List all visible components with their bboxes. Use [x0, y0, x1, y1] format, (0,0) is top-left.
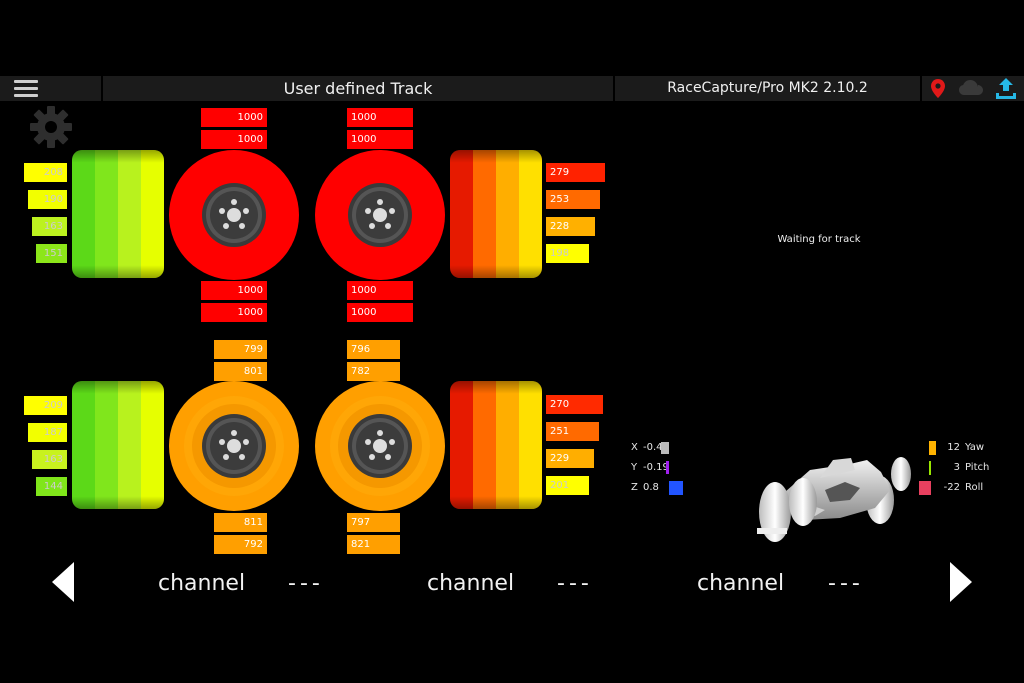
gyro-label: Roll: [965, 482, 984, 493]
track-title-bar: User defined Track: [103, 76, 615, 101]
tire-temp-gauge: 144: [36, 477, 67, 496]
accel-axis-label: Z: [631, 482, 638, 493]
tire-temp-gauge: 198: [546, 244, 589, 263]
menu-button[interactable]: [0, 76, 103, 101]
brake-temp-gauge: 797: [347, 513, 400, 532]
gear-icon[interactable]: [29, 105, 73, 149]
rear-left-tire: [72, 381, 164, 509]
tire-temp-gauge: 187: [28, 423, 67, 442]
gyro-value: -22: [943, 482, 960, 493]
brake-temp-gauge: 1000: [201, 303, 267, 322]
upload-icon[interactable]: [996, 78, 1016, 99]
brake-temp-gauge: 782: [347, 362, 400, 381]
channel-3-label[interactable]: channel: [697, 571, 785, 596]
tire-temp-gauge: 208: [24, 163, 67, 182]
brake-temp-gauge: 799: [214, 340, 267, 359]
channel-2-label[interactable]: channel: [427, 571, 515, 596]
gyro-value: 12: [947, 442, 960, 453]
brake-temp-gauge: 1000: [201, 281, 267, 300]
tire-temp-gauge: 279: [546, 163, 605, 182]
brake-temp-gauge: 1000: [201, 108, 267, 127]
accel-bar: [669, 481, 683, 495]
gyro-bar: [919, 481, 931, 495]
brake-temp-gauge: 1000: [347, 108, 413, 127]
accel-axis-label: Y: [631, 462, 638, 473]
location-pin-icon[interactable]: [931, 79, 945, 98]
front-left-brake-rotor: [169, 150, 299, 280]
accel-value: -0.48: [643, 442, 669, 453]
brake-temp-gauge: 792: [214, 535, 267, 554]
brake-temp-gauge: 801: [214, 362, 267, 381]
brake-temp-gauge: 1000: [347, 130, 413, 149]
prev-page-arrow-icon[interactable]: [52, 562, 76, 602]
tire-temp-gauge: 201: [546, 476, 589, 495]
gyro-bar: [929, 441, 936, 455]
channel-2-value: ---: [557, 571, 593, 596]
accel-bar: [661, 442, 669, 454]
front-right-brake-rotor: [315, 150, 445, 280]
channel-3-value: ---: [828, 571, 864, 596]
accel-value: 0.8: [643, 482, 659, 493]
next-page-arrow-icon[interactable]: [948, 562, 972, 602]
accel-value: -0.19: [643, 462, 669, 473]
tire-temp-gauge: 209: [24, 396, 67, 415]
tire-temp-gauge: 228: [546, 217, 595, 236]
front-left-tire: [72, 150, 164, 278]
gyro-bar: [929, 461, 931, 475]
brake-temp-gauge: 796: [347, 340, 400, 359]
tire-temp-gauge: 229: [546, 449, 594, 468]
gyro-label: Yaw: [965, 442, 985, 453]
status-icons: [922, 76, 1024, 101]
cloud-icon[interactable]: [959, 80, 983, 97]
device-title: RaceCapture/Pro MK2 2.10.2: [667, 80, 868, 96]
brake-temp-gauge: 821: [347, 535, 400, 554]
brake-temp-gauge: 811: [214, 513, 267, 532]
tire-temp-gauge: 251: [546, 422, 599, 441]
rear-right-brake-rotor: [315, 381, 445, 511]
tire-temp-gauge: 151: [36, 244, 67, 263]
tire-temp-gauge: 270: [546, 395, 603, 414]
accel-axis-label: X: [631, 442, 638, 453]
brake-temp-gauge: 1000: [201, 130, 267, 149]
tire-temp-gauge: 253: [546, 190, 600, 209]
car-3d-model: [757, 457, 911, 542]
hamburger-icon: [14, 80, 38, 98]
gyro-value: 3: [953, 462, 960, 473]
brake-temp-gauge: 1000: [347, 303, 413, 322]
tire-temp-gauge: 163: [32, 217, 67, 236]
channel-1-label[interactable]: channel: [158, 571, 246, 596]
track-map-status: Waiting for track: [777, 234, 861, 245]
brake-temp-gauge: 1000: [347, 281, 413, 300]
accel-bar: [666, 461, 669, 474]
tire-temp-gauge: 190: [28, 190, 67, 209]
tire-temp-gauge: 163: [32, 450, 67, 469]
device-title-bar: RaceCapture/Pro MK2 2.10.2: [615, 76, 922, 101]
rear-right-tire: [450, 381, 542, 509]
channel-1-value: ---: [288, 571, 324, 596]
gyro-label: Pitch: [965, 462, 990, 473]
rear-left-brake-rotor: [169, 381, 299, 511]
front-right-tire: [450, 150, 542, 278]
page-title: User defined Track: [283, 79, 433, 98]
